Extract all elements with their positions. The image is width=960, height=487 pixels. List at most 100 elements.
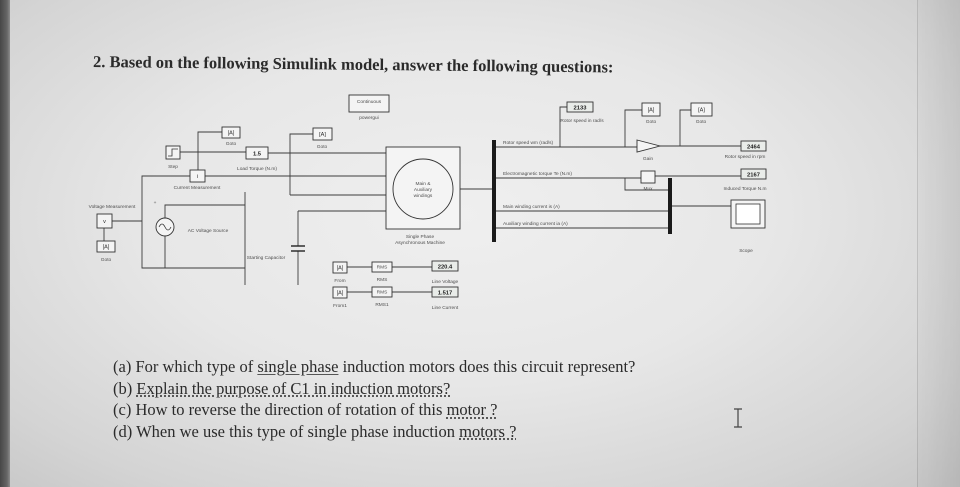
machine-winding-text: Auxiliary — [414, 187, 433, 193]
question-text: (d) When we use this type of single phas… — [113, 422, 460, 442]
goto-tag: [A] — [103, 245, 110, 251]
machine-winding-text: windings — [414, 193, 433, 199]
spellcheck-underlined-text: motors ? — [459, 422, 517, 442]
display-label: Rotor speed in rpm — [725, 154, 766, 160]
signal-label: Auxiliary winding current ia (A) — [503, 221, 568, 227]
scope-screen — [735, 203, 761, 225]
voltage-measurement-symbol: v — [103, 219, 106, 225]
display-value: 2167 — [747, 173, 760, 179]
question-c[interactable]: (c) How to reverse the direction of rota… — [113, 399, 635, 421]
page-margin-right — [917, 0, 960, 487]
machine-winding-text: Main & — [416, 181, 432, 187]
goto-tag: [A] — [228, 131, 235, 137]
powergui-block — [348, 94, 390, 113]
wire-to-goto-left1 — [197, 131, 222, 170]
wire-to-goto-right2 — [679, 109, 691, 146]
machine-rotor-circle — [392, 158, 454, 220]
display-value: 2464 — [747, 145, 761, 151]
from-tag: [A] — [337, 266, 344, 272]
load-torque-block — [245, 146, 269, 160]
spellcheck-underlined-text: single phase — [257, 357, 339, 376]
ac-source-sine — [158, 223, 172, 231]
machine-label: Single Phase — [406, 234, 435, 240]
step-icon — [168, 148, 178, 157]
spellcheck-underlined-text: Explain the purpose of C1 in induction m… — [136, 378, 451, 398]
question-text: induction motors does this circuit repre… — [338, 357, 636, 376]
wire-torque-to-bar — [624, 178, 668, 191]
step-block — [165, 145, 181, 160]
question-b[interactable]: (b) Explain the purpose of C1 in inducti… — [113, 378, 635, 400]
display-label: Induced Torque N.m — [723, 186, 766, 192]
question-a[interactable]: (a) For which type of single phase induc… — [113, 356, 635, 378]
text-cursor-shape — [734, 408, 742, 428]
display-label: Line Current — [432, 305, 459, 311]
display-rotor-speed-rpm — [740, 140, 767, 152]
polarity-mark: + — [154, 201, 157, 206]
goto-label: Goto — [696, 119, 707, 125]
display-line-current — [431, 286, 459, 298]
rms-block — [371, 261, 393, 273]
goto-block — [641, 102, 661, 117]
from-label: From1 — [333, 303, 347, 309]
rms-label: RMS — [377, 277, 388, 283]
display-label: Line Voltage — [432, 279, 459, 285]
question-text: (a) For which type of — [113, 357, 258, 376]
mux-block — [640, 170, 656, 184]
from-tag: [A] — [337, 291, 344, 297]
wire-to-goto-left2 — [289, 133, 313, 195]
goto-label: Goto — [646, 119, 657, 125]
voltage-measurement-block — [96, 213, 113, 229]
display-induced-torque — [740, 168, 767, 180]
current-measurement-block — [189, 169, 206, 183]
current-measurement-symbol: i — [197, 174, 198, 180]
question-list: (a) For which type of single phase induc… — [113, 356, 635, 443]
from-block — [332, 261, 348, 274]
rms-block — [371, 286, 393, 298]
scope-label: Scope — [739, 248, 753, 254]
wire-source-top — [164, 204, 245, 218]
goto-label: Goto — [317, 144, 328, 150]
machine-label: Asynchronous Machine — [395, 240, 445, 246]
capacitor-icon — [291, 245, 305, 252]
voltage-measurement-label: Voltage Measurement — [89, 204, 136, 210]
signal-label: Rotor speed wm (rad/s) — [503, 140, 554, 146]
rms-text: RMS — [377, 265, 388, 271]
step-label: Step — [168, 164, 178, 170]
goto-block — [312, 127, 333, 141]
signal-label: Main winding current is (A) — [503, 204, 560, 210]
from-block — [332, 286, 348, 299]
load-torque-label: Load Torque (N.m) — [237, 166, 277, 172]
display-rotor-speed-rad — [566, 101, 594, 113]
display-value: 220.4 — [438, 265, 453, 271]
goto-block — [96, 240, 116, 253]
question-text: (c) How to reverse the direction of rota… — [113, 400, 447, 420]
gain-label: Gain — [643, 156, 653, 162]
mux-label: Mux — [643, 186, 653, 192]
gain-block — [636, 139, 662, 153]
mux-bar — [668, 178, 672, 234]
screen-bezel-left — [0, 0, 10, 487]
display-value: 1.517 — [438, 291, 453, 297]
capacitor-label: Starting Capacitor — [247, 255, 286, 261]
display-value: 2133 — [574, 106, 588, 112]
signal-label: Electromagnetic torque Te (N.m) — [503, 171, 572, 177]
goto-tag: [A] — [648, 108, 655, 114]
question-d[interactable]: (d) When we use this type of single phas… — [113, 421, 635, 443]
goto-tag: [A] — [698, 108, 705, 114]
question-text: (b) — [113, 378, 137, 398]
wire-to-goto-right1 — [624, 109, 642, 147]
ac-source-label: AC Voltage Source — [188, 228, 229, 234]
goto-block — [690, 102, 713, 117]
goto-tag: [A] — [319, 132, 326, 138]
wire-to-display-rad — [559, 106, 567, 147]
goto-label: Goto — [101, 257, 112, 263]
rms-text: RMS — [377, 290, 388, 296]
rms-label: RMS1 — [375, 302, 389, 308]
spellcheck-underlined-text: motor ? — [446, 400, 498, 420]
load-torque-value: 1.5 — [253, 152, 262, 158]
bus-selector — [492, 140, 496, 242]
powergui-mode: Continuous — [357, 99, 382, 105]
wire-return-loop — [141, 175, 245, 269]
goto-label: Goto — [226, 141, 237, 147]
